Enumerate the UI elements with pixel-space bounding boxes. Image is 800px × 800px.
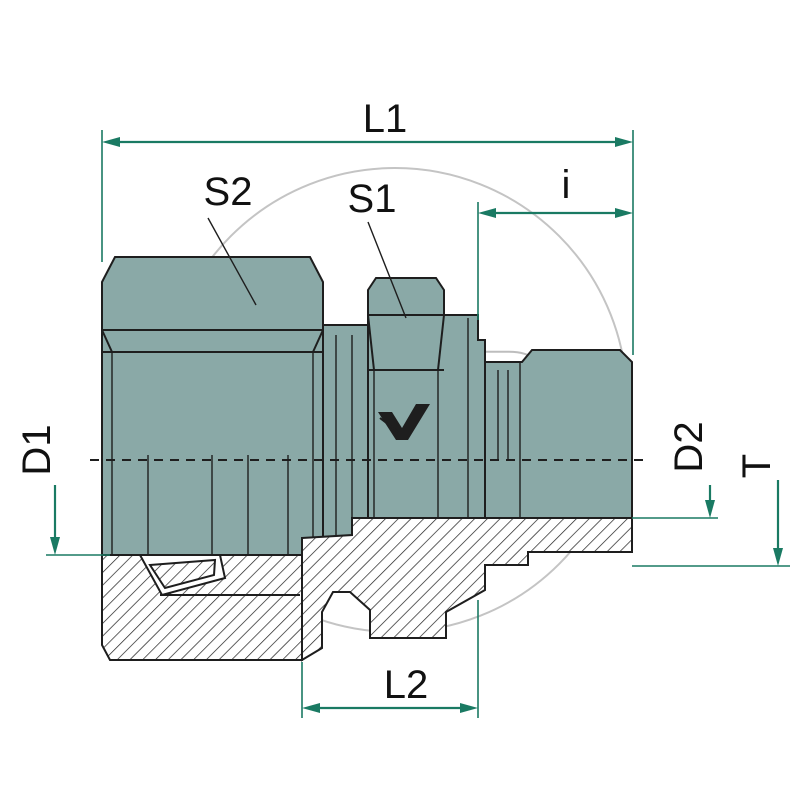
label-l2: L2: [384, 663, 429, 707]
neck: [322, 324, 369, 556]
s2-leader: [207, 217, 257, 306]
s1-leader: [367, 221, 407, 319]
label-s1: S1: [348, 177, 397, 221]
label-i: i: [562, 163, 571, 207]
body-section: [301, 517, 633, 662]
nut-section: [101, 554, 303, 661]
fitting-exterior: [101, 256, 633, 556]
fitting-section: [101, 517, 633, 662]
label-d2: D2: [667, 421, 711, 472]
brand-mark-icon: [378, 404, 430, 440]
label-d1: D1: [15, 424, 59, 475]
dimension-lines: [46, 130, 790, 718]
label-t: T: [735, 454, 779, 478]
label-l1: L1: [363, 97, 408, 141]
label-s2: S2: [204, 170, 253, 214]
